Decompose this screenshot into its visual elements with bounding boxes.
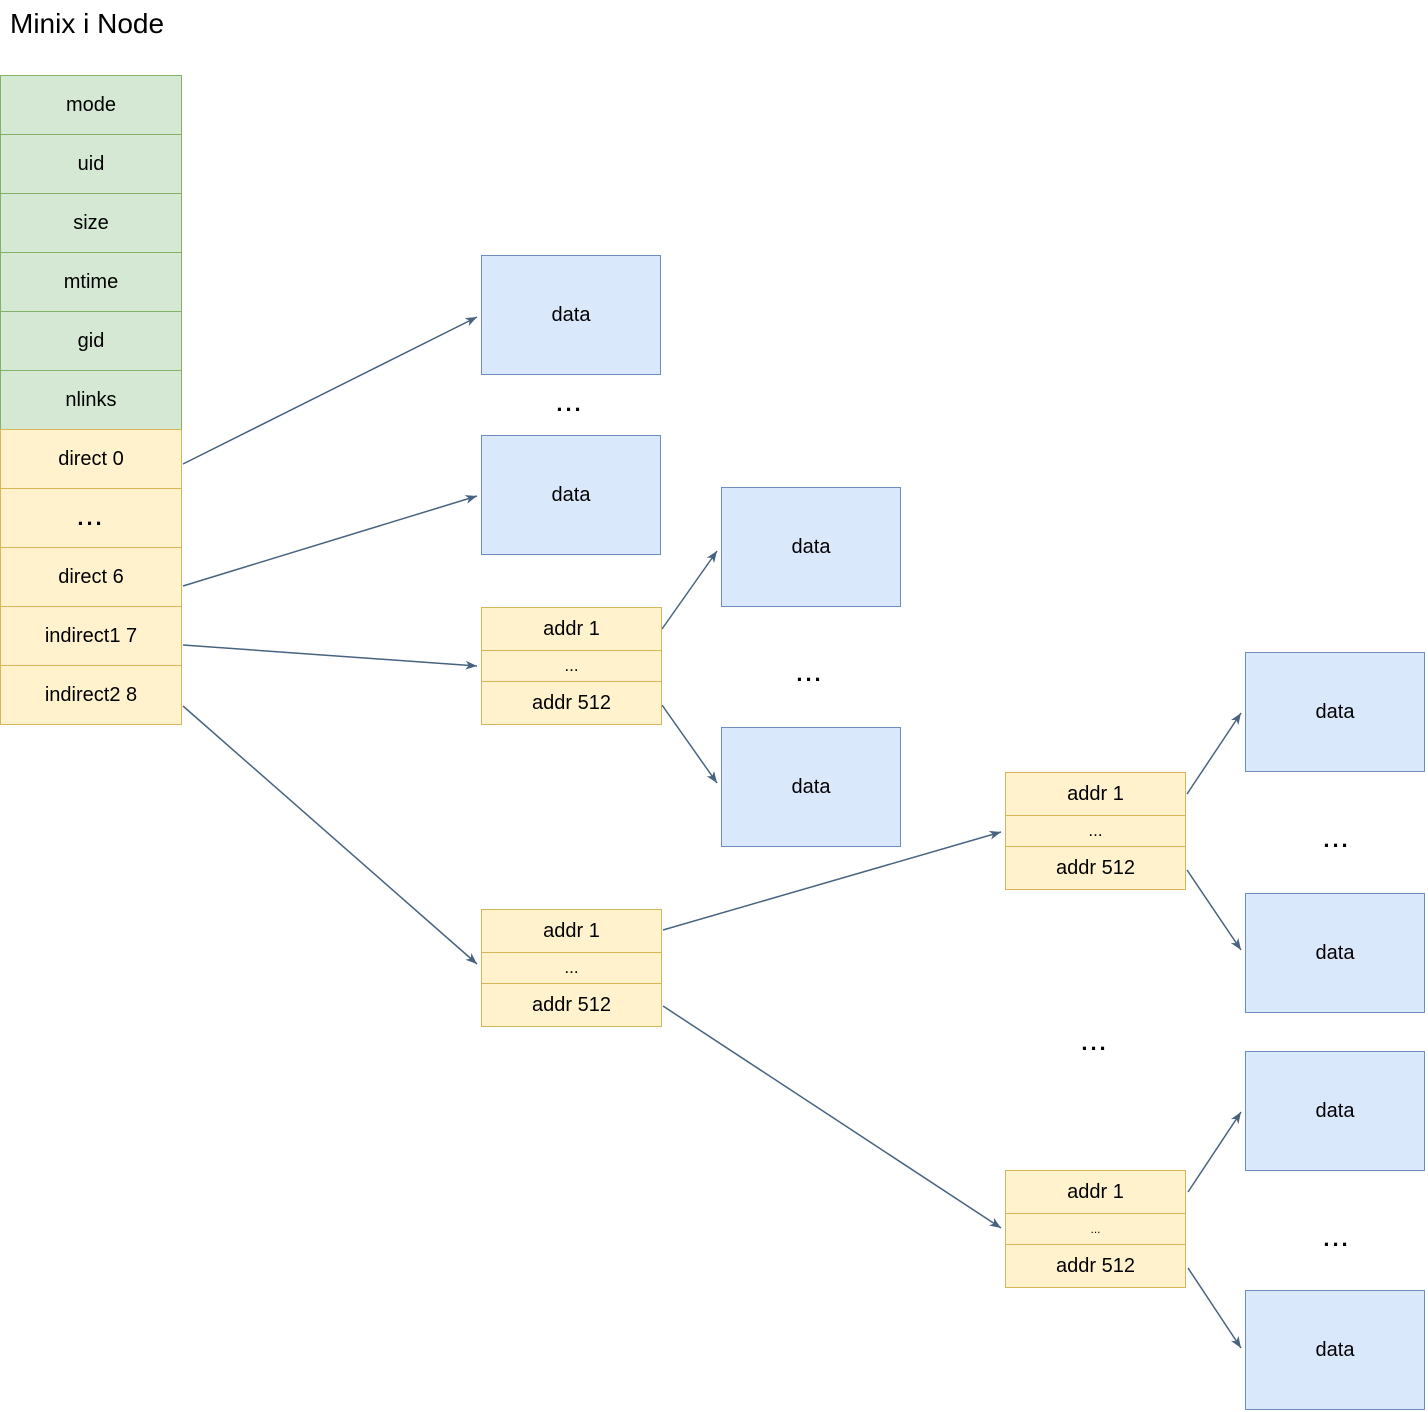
arrow-addr512-to-addr-block [662, 1005, 1002, 1229]
inode-field-ellipsis: ... [0, 488, 182, 548]
data-block: data [721, 727, 901, 847]
arrow-addr512-to-data [661, 704, 718, 784]
inode-field-direct-6: direct 6 [0, 547, 182, 607]
arrow-indirect1-to-addr-block [182, 644, 478, 670]
arrow-direct0-to-data [182, 316, 478, 465]
inode-field-size: size [0, 193, 182, 253]
inode-field-mtime: mtime [0, 252, 182, 312]
inode-field-direct-0: direct 0 [0, 429, 182, 489]
inode-table: mode uid size mtime gid nlinks direct 0 … [0, 75, 182, 725]
addr-row-last: addr 512 [1005, 1244, 1186, 1288]
ellipsis: ... [796, 661, 824, 686]
addr-row-first: addr 1 [481, 607, 662, 651]
indirect2-level2-addr-block-top: addr 1 ... addr 512 [1005, 772, 1186, 890]
ellipsis: ... [1323, 827, 1351, 852]
inode-field-indirect2-8: indirect2 8 [0, 665, 182, 725]
arrow-addr1-to-data [1187, 1111, 1242, 1193]
indirect1-addr-block: addr 1 ... addr 512 [481, 607, 662, 725]
addr-row-last: addr 512 [481, 681, 662, 725]
addr-row-ellipsis: ... [481, 650, 662, 682]
arrow-addr1-to-addr-block [662, 830, 1002, 931]
inode-field-indirect1-7: indirect1 7 [0, 606, 182, 666]
arrow-indirect2-to-addr-block [182, 705, 478, 965]
inode-field-mode: mode [0, 75, 182, 135]
addr-row-first: addr 1 [1005, 1170, 1186, 1214]
addr-row-last: addr 512 [1005, 846, 1186, 890]
indirect2-level1-addr-block: addr 1 ... addr 512 [481, 909, 662, 1027]
data-block: data [1245, 1051, 1425, 1171]
data-block: data [481, 435, 661, 555]
ellipsis: ... [1081, 1030, 1109, 1055]
inode-field-gid: gid [0, 311, 182, 371]
indirect2-level2-addr-block-bottom: addr 1 ... addr 512 [1005, 1170, 1186, 1288]
inode-field-uid: uid [0, 134, 182, 194]
addr-row-first: addr 1 [1005, 772, 1186, 816]
arrow-addr512-to-data [1186, 869, 1242, 951]
arrow-direct6-to-data [182, 495, 478, 587]
inode-field-nlinks: nlinks [0, 370, 182, 430]
data-block: data [1245, 893, 1425, 1013]
addr-row-ellipsis: ... [1005, 1213, 1186, 1245]
arrow-addr512-to-data [1187, 1267, 1242, 1349]
data-block: data [721, 487, 901, 607]
ellipsis: ... [556, 391, 584, 416]
data-block: data [1245, 652, 1425, 772]
data-block: data [1245, 1290, 1425, 1410]
arrow-addr1-to-data [661, 550, 718, 630]
data-block: data [481, 255, 661, 375]
arrow-addr1-to-data [1186, 712, 1242, 795]
addr-row-first: addr 1 [481, 909, 662, 953]
diagram-title: Minix i Node [10, 8, 165, 39]
addr-row-last: addr 512 [481, 983, 662, 1027]
addr-row-ellipsis: ... [1005, 815, 1186, 847]
ellipsis: ... [1323, 1226, 1351, 1251]
addr-row-ellipsis: ... [481, 952, 662, 984]
